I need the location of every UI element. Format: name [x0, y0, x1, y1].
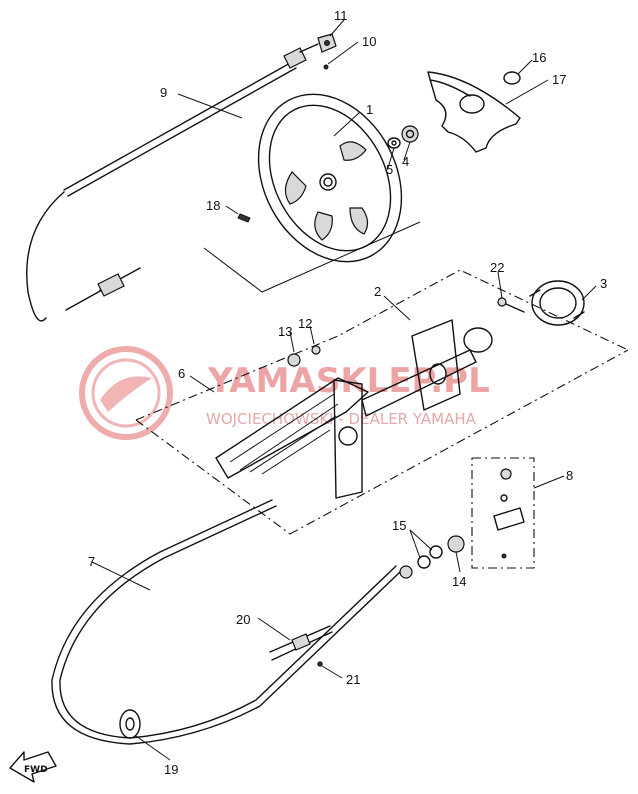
- callout-19: 19: [164, 762, 178, 777]
- callout-1: 1: [366, 102, 373, 117]
- callout-10: 10: [362, 34, 376, 49]
- callout-12: 12: [298, 316, 312, 331]
- part-10-screw: [323, 64, 329, 70]
- part-12-nut: [311, 345, 321, 355]
- watermark-logo: [79, 346, 173, 440]
- callout-13: 13: [278, 324, 292, 339]
- part-14-bushing: [447, 535, 465, 553]
- watermark: YAMASKLEP.PL WOJCIECHOWSKI - DEALER YAMA…: [79, 346, 490, 440]
- callout-5: 5: [386, 162, 393, 177]
- part-9-cable: [26, 43, 319, 322]
- callout-18: 18: [206, 198, 220, 213]
- part-21-screw: [317, 661, 323, 667]
- part-3-bezel: [529, 280, 585, 326]
- callout-9: 9: [160, 85, 167, 100]
- callout-21: 21: [346, 672, 360, 687]
- part-8-detail-box: [471, 457, 535, 569]
- callout-4: 4: [402, 154, 409, 169]
- callout-16: 16: [532, 50, 546, 65]
- callout-numbers: 11 10 9 1 16 17 4 5 18 3 2 22 12 13 6 8 …: [88, 8, 607, 777]
- callout-20: 20: [236, 612, 250, 627]
- part-2-plate: [411, 319, 461, 411]
- part-6-bracket: [215, 327, 493, 499]
- fwd-direction-arrow: FWD: [9, 751, 57, 783]
- part-20-cable-end: [269, 625, 333, 661]
- part-13-spacer: [287, 353, 301, 367]
- watermark-brand: YAMASKLEP.PL: [207, 361, 490, 401]
- callout-15: 15: [392, 518, 406, 533]
- callout-6: 6: [178, 366, 185, 381]
- part-1-steering-wheel: [257, 93, 403, 263]
- fwd-label: FWD: [24, 765, 48, 775]
- callout-14: 14: [452, 574, 466, 589]
- subassembly-outline: [135, 221, 629, 535]
- callout-2: 2: [374, 284, 381, 299]
- part-18-pin: [237, 213, 251, 223]
- callout-leaders: [91, 19, 597, 761]
- watermark-subtitle: WOJCIECHOWSKI - DEALER YAMAHA: [206, 410, 477, 428]
- part-4-nut: [401, 125, 419, 143]
- callout-3: 3: [600, 276, 607, 291]
- callout-17: 17: [552, 72, 566, 87]
- part-7-cable: [51, 499, 401, 745]
- part-16-o-ring: [503, 71, 521, 85]
- callout-11: 11: [334, 8, 348, 23]
- callout-7: 7: [88, 554, 95, 569]
- callout-22: 22: [490, 260, 504, 275]
- part-17-cover: [427, 71, 521, 153]
- part-11-clip: [317, 33, 337, 53]
- callout-8: 8: [566, 468, 573, 483]
- part-19-clamp: [119, 709, 141, 739]
- part-22-bolt: [497, 297, 525, 313]
- part-5-washer: [387, 137, 401, 149]
- part-15-washers: [399, 545, 443, 579]
